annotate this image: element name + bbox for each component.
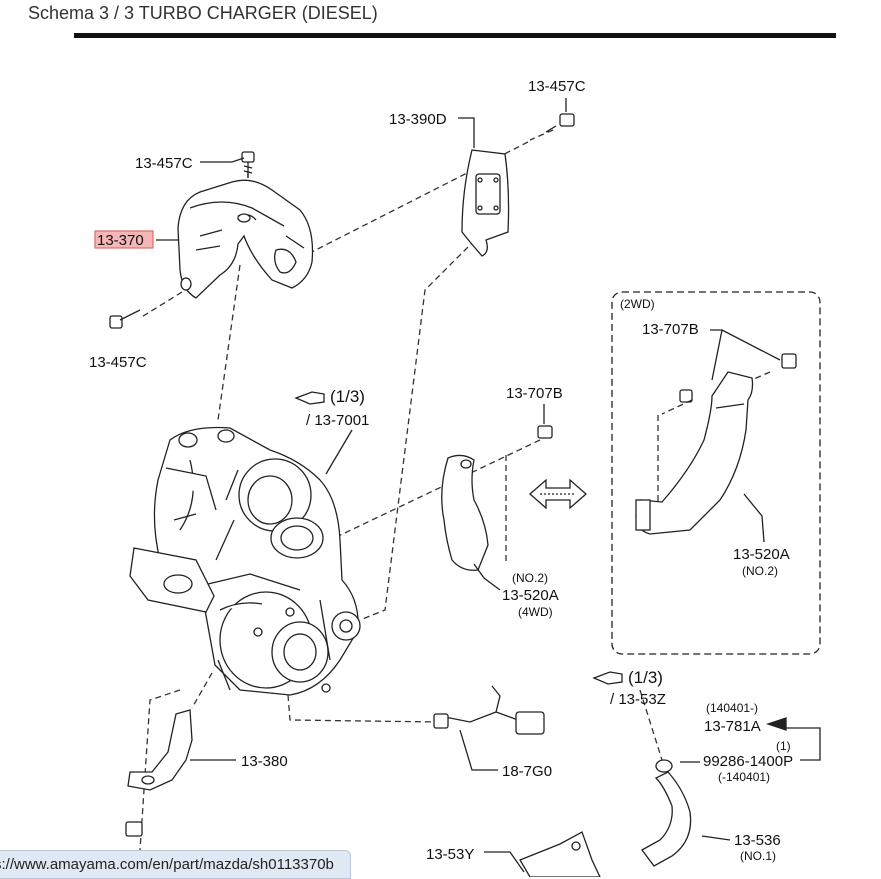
insulator-13-520A-4wd [441, 454, 489, 571]
label-date-from: (140401-) [706, 701, 758, 715]
label-13-53Y[interactable]: 13-53Y [426, 846, 474, 863]
label-13-536[interactable]: 13-536 [734, 832, 781, 849]
label-date-to: (-140401) [718, 770, 770, 784]
label-13-457C-left[interactable]: 13-457C [135, 155, 193, 172]
status-bar-url: s://www.amayama.com/en/part/mazda/sh0113… [0, 850, 351, 879]
highlight-13-370 [94, 230, 154, 249]
status-url-text: s://www.amayama.com/en/part/mazda/sh0113… [0, 856, 334, 873]
label-qty-1: (1) [776, 739, 791, 753]
ref-13-53Z[interactable]: / 13-53Z [610, 691, 666, 708]
insulator-13-520A-2wd [635, 371, 754, 535]
leader-lines [156, 98, 821, 873]
label-13-520A-right[interactable]: 13-520A [733, 546, 790, 563]
heat-insulator-13-370 [177, 179, 314, 299]
label-2wd: (2WD) [620, 297, 655, 311]
ref-1-3-b: (1/3) [628, 668, 663, 687]
bolt-icon-mid [537, 425, 553, 439]
arrow-icon [765, 717, 787, 731]
label-13-707B-right[interactable]: 13-707B [642, 321, 699, 338]
label-18-7G0[interactable]: 18-7G0 [502, 763, 552, 780]
label-13-520A-left[interactable]: 13-520A [502, 587, 559, 604]
turbocharger-illustration [129, 426, 361, 696]
label-13-781A[interactable]: 13-781A [704, 718, 761, 735]
hose-13-536 [641, 759, 692, 867]
label-no2-right: (NO.2) [742, 564, 778, 578]
ref-1-3-a: (1/3) [330, 387, 365, 406]
label-4wd: (4WD) [518, 605, 553, 619]
label-13-457C-bottom[interactable]: 13-457C [89, 354, 147, 371]
bracket-13-390D [461, 149, 510, 257]
hand-pointer-icon-2 [592, 671, 623, 685]
bracket-13-380 [125, 709, 193, 837]
label-13-390D[interactable]: 13-390D [389, 111, 447, 128]
label-99286-1400P[interactable]: 99286-1400P [703, 753, 793, 770]
group-2wd-box [611, 291, 821, 655]
title-rule [74, 33, 836, 38]
label-13-370[interactable]: 13-370 [97, 232, 144, 249]
bolt-icon-2wd-a [781, 353, 797, 369]
bolt-icons-top [109, 113, 575, 329]
page-title: Schema 3 / 3 TURBO CHARGER (DIESEL) [28, 3, 378, 23]
double-arrow-icon [529, 478, 587, 510]
label-no2-left: (NO.2) [512, 571, 548, 585]
sensor-18-7G0 [433, 685, 545, 735]
label-13-457C-top[interactable]: 13-457C [528, 78, 586, 95]
label-13-707B-mid[interactable]: 13-707B [506, 385, 563, 402]
label-no1: (NO.1) [740, 849, 776, 863]
pipe-13-53Y [519, 831, 601, 877]
ref-13-7001[interactable]: / 13-7001 [306, 412, 369, 429]
label-13-380[interactable]: 13-380 [241, 753, 288, 770]
bolt-icon-2wd-b [679, 389, 693, 403]
hand-pointer-icon [294, 391, 325, 405]
